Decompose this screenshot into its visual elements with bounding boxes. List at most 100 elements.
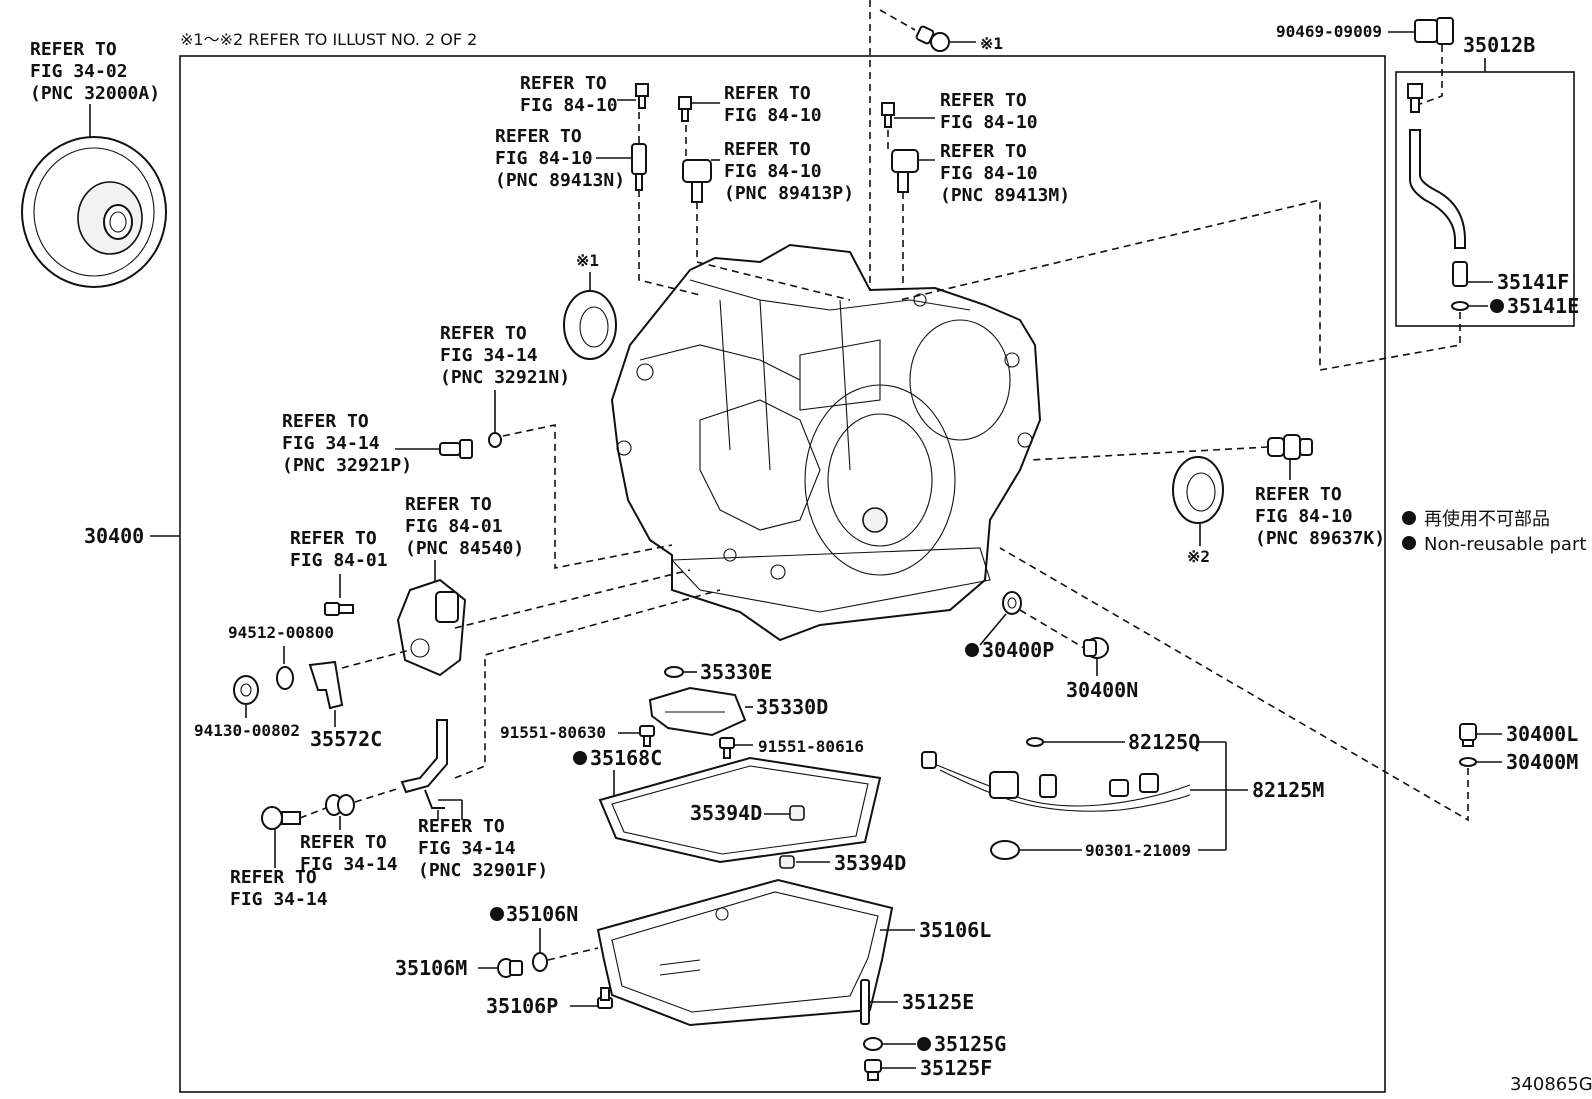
neutral-switch-84540 xyxy=(396,578,467,677)
torque-converter-ref: REFER TO FIG 34-02 (PNC 32000A) xyxy=(30,39,160,104)
svg-text:(PNC 32901F): (PNC 32901F) xyxy=(418,860,548,881)
tube-35012b xyxy=(1407,83,1469,311)
bolt-top-left xyxy=(635,83,649,109)
svg-text:FIG 34-14: FIG 34-14 xyxy=(300,854,398,875)
svg-text:再使用不可部品: 再使用不可部品 xyxy=(1424,509,1550,530)
sensor-89637k xyxy=(1267,434,1313,460)
svg-text:94130-00802: 94130-00802 xyxy=(194,721,300,740)
svg-text:※1: ※1 xyxy=(576,251,599,270)
legend: 再使用不可部品 Non-reusable part xyxy=(1402,509,1586,555)
svg-text:35394D: 35394D xyxy=(690,801,762,825)
svg-text:35330D: 35330D xyxy=(756,695,828,719)
svg-text:(PNC 32921N): (PNC 32921N) xyxy=(440,367,570,388)
o-ring-82125q xyxy=(1026,737,1044,747)
o-ring-90301 xyxy=(990,840,1020,860)
svg-text:82125Q: 82125Q xyxy=(1128,730,1200,754)
transmission-assembly xyxy=(610,243,1042,642)
svg-text:REFER TO: REFER TO xyxy=(940,90,1027,111)
svg-text:REFER TO: REFER TO xyxy=(495,126,582,147)
bolt-91551-80616 xyxy=(719,737,735,759)
svg-text:FIG 34-14: FIG 34-14 xyxy=(282,433,380,454)
svg-text:REFER TO: REFER TO xyxy=(940,141,1027,162)
svg-text:REFER TO: REFER TO xyxy=(418,816,505,837)
torque-converter xyxy=(21,136,167,288)
svg-text:REFER TO: REFER TO xyxy=(520,73,607,94)
gasket-35168c xyxy=(598,756,882,864)
svg-text:FIG 34-02: FIG 34-02 xyxy=(30,61,128,82)
svg-text:REFER TO: REFER TO xyxy=(290,528,377,549)
svg-text:35106L: 35106L xyxy=(919,918,991,942)
oil-pan-35106l xyxy=(596,878,894,1027)
svg-text:(PNC 89413P): (PNC 89413P) xyxy=(724,183,854,204)
svg-text:FIG 84-10: FIG 84-10 xyxy=(520,95,618,116)
strainer-35330d xyxy=(648,686,747,737)
lever-35572c xyxy=(308,660,344,710)
svg-text:FIG 34-14: FIG 34-14 xyxy=(418,838,516,859)
svg-text:FIG 84-10: FIG 84-10 xyxy=(724,161,822,182)
svg-text:REFER TO: REFER TO xyxy=(30,39,117,60)
svg-text:35572C: 35572C xyxy=(310,727,382,751)
svg-text:35125F: 35125F xyxy=(920,1056,992,1080)
svg-text:REFER TO: REFER TO xyxy=(440,323,527,344)
figure-code: 340865G xyxy=(1510,1074,1592,1095)
svg-text:REFER TO: REFER TO xyxy=(405,494,492,515)
plug-35125f xyxy=(864,1059,882,1081)
oil-seal-mark1 xyxy=(563,290,617,360)
gasket-pair xyxy=(325,794,355,816)
plug-35106m xyxy=(497,958,523,978)
svg-text:35330E: 35330E xyxy=(700,660,772,684)
part-30400: 30400 xyxy=(84,524,144,548)
bolt-top-right xyxy=(881,102,895,128)
magnet-35394d-2 xyxy=(779,855,795,869)
svg-text:FIG 34-14: FIG 34-14 xyxy=(440,345,538,366)
svg-text:82125M: 82125M xyxy=(1252,778,1324,802)
bolt-84-01 xyxy=(324,602,354,616)
svg-text:35012B: 35012B xyxy=(1463,33,1535,57)
svg-text:91551-80616: 91551-80616 xyxy=(758,737,864,756)
plug-30400l xyxy=(1459,723,1477,747)
washer-94512 xyxy=(276,666,294,690)
svg-text:35141F: 35141F xyxy=(1497,270,1569,294)
svg-text:(PNC 32000A): (PNC 32000A) xyxy=(30,83,160,104)
gasket-30400m xyxy=(1459,757,1477,767)
svg-text:(PNC 84540): (PNC 84540) xyxy=(405,538,524,559)
svg-text:(PNC 89637K): (PNC 89637K) xyxy=(1255,528,1385,549)
harness-82125m xyxy=(921,751,1191,812)
svg-text:FIG 84-10: FIG 84-10 xyxy=(940,163,1038,184)
plug-30400n xyxy=(1083,637,1109,659)
svg-text:35125G: 35125G xyxy=(934,1032,1006,1056)
svg-text:FIG 84-10: FIG 84-10 xyxy=(495,148,593,169)
svg-text:30400L: 30400L xyxy=(1506,722,1578,746)
svg-text:REFER TO: REFER TO xyxy=(724,139,811,160)
svg-text:(PNC 32921P): (PNC 32921P) xyxy=(282,455,412,476)
svg-text:35394D: 35394D xyxy=(834,851,906,875)
svg-text:REFER TO: REFER TO xyxy=(1255,484,1342,505)
svg-text:REFER TO: REFER TO xyxy=(282,411,369,432)
svg-text:REFER TO: REFER TO xyxy=(300,832,387,853)
plug-30400p xyxy=(1002,591,1022,615)
svg-text:FIG 84-10: FIG 84-10 xyxy=(940,112,1038,133)
svg-text:※1: ※1 xyxy=(980,34,1003,53)
o-ring-32921n xyxy=(488,432,502,448)
svg-text:30400N: 30400N xyxy=(1066,678,1138,702)
speed-sensor-89413n xyxy=(631,143,647,191)
pipe-32901f xyxy=(400,719,448,809)
svg-text:Non-reusable part: Non-reusable part xyxy=(1424,534,1586,555)
svg-text:35106M: 35106M xyxy=(395,956,467,980)
svg-text:(PNC 89413N): (PNC 89413N) xyxy=(495,170,625,191)
nut-94130 xyxy=(233,675,259,705)
svg-text:FIG 84-01: FIG 84-01 xyxy=(405,516,503,537)
svg-text:FIG 84-10: FIG 84-10 xyxy=(724,105,822,126)
svg-text:35141E: 35141E xyxy=(1507,294,1579,318)
speed-sensor-89413m xyxy=(891,149,919,193)
main-frame xyxy=(179,55,1386,1093)
o-ring-35330e xyxy=(664,666,684,678)
svg-text:90301-21009: 90301-21009 xyxy=(1085,841,1191,860)
svg-text:※2: ※2 xyxy=(1187,547,1210,566)
svg-text:30400M: 30400M xyxy=(1506,750,1578,774)
bolt-91551-80630 xyxy=(639,725,655,747)
magnet-35394d-1 xyxy=(789,805,805,821)
svg-text:90469-09009: 90469-09009 xyxy=(1276,22,1382,41)
svg-text:REFER TO: REFER TO xyxy=(724,83,811,104)
